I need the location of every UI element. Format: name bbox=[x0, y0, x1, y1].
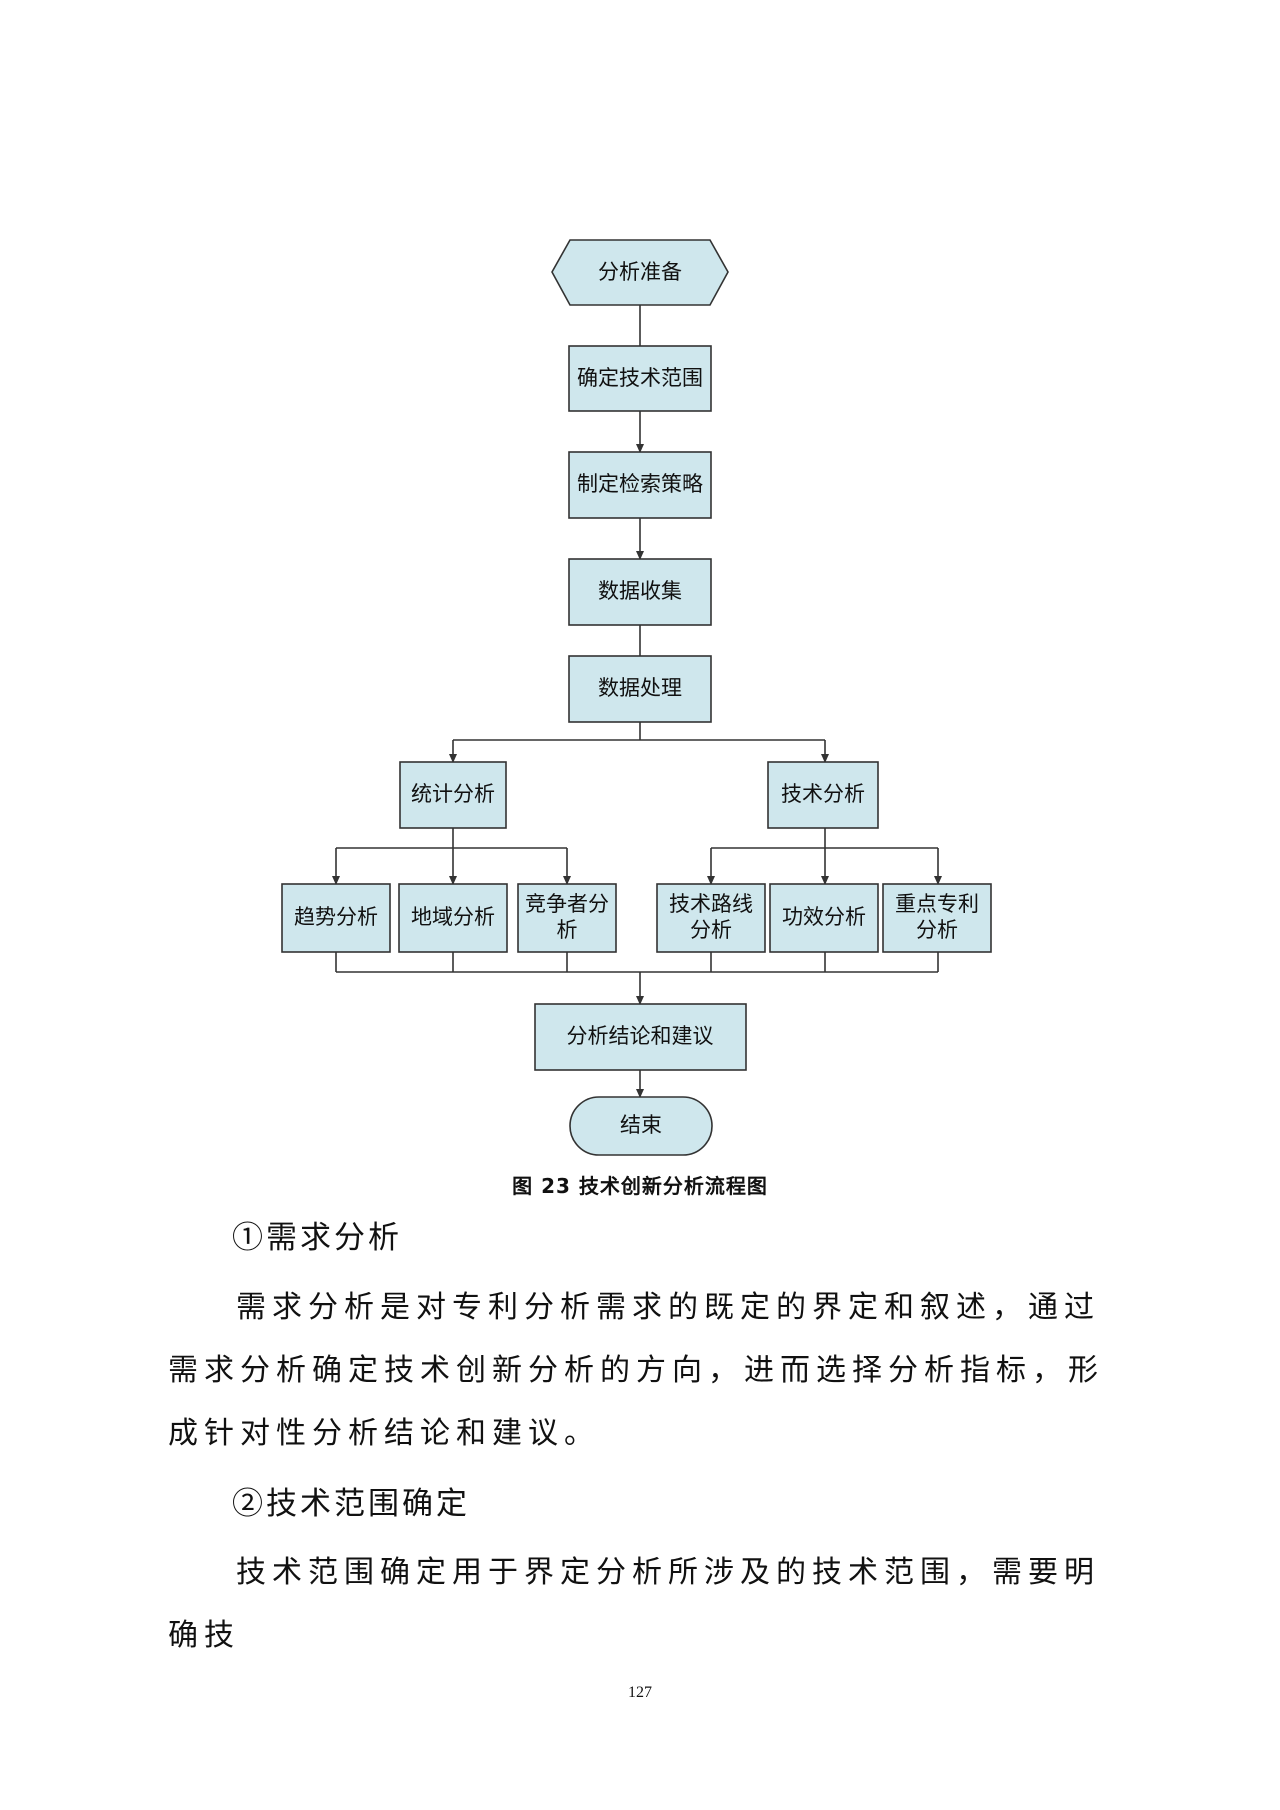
node-route-label-line2: 分析 bbox=[690, 918, 732, 942]
node-strategy-label: 制定检索策略 bbox=[577, 472, 703, 496]
flow-connectors bbox=[332, 305, 942, 1098]
node-start bbox=[551, 239, 729, 306]
node-strategy bbox=[568, 451, 712, 519]
node-collect bbox=[568, 558, 712, 626]
node-route bbox=[656, 883, 766, 953]
section-paragraph-2: 技术范围确定用于界定分析所涉及的技术范围，需要明确技 bbox=[168, 1555, 1100, 1653]
node-trend bbox=[281, 883, 391, 953]
figure-caption-prefix: 图 bbox=[512, 1174, 534, 1198]
node-keypatent bbox=[882, 883, 992, 953]
node-start-label: 分析准备 bbox=[598, 260, 682, 284]
node-tech bbox=[767, 761, 879, 829]
section-paragraph-1: 需求分析是对专利分析需求的既定的界定和叙述，通过需求分析确定技术创新分析的方向，… bbox=[168, 1290, 1104, 1451]
page-number: 127 bbox=[628, 1684, 652, 1701]
node-region-label: 地域分析 bbox=[411, 905, 495, 929]
node-process-label: 数据处理 bbox=[598, 676, 682, 700]
figure-caption-number: 23 bbox=[541, 1174, 571, 1198]
node-route-label-line1: 技术路线 bbox=[669, 892, 753, 916]
node-region bbox=[398, 883, 508, 953]
node-keypatent-label-line1: 重点专利 bbox=[895, 892, 979, 916]
node-scope-label: 确定技术范围 bbox=[577, 366, 703, 390]
node-competitor-label-line1: 竞争者分 bbox=[525, 892, 609, 916]
figure-caption-title: 技术创新分析流程图 bbox=[578, 1174, 768, 1198]
node-competitor-label-line2: 析 bbox=[557, 918, 578, 942]
node-stat bbox=[399, 761, 507, 829]
node-conclusion-label: 分析结论和建议 bbox=[567, 1024, 714, 1048]
node-stat-label: 统计分析 bbox=[411, 782, 495, 806]
node-scope bbox=[568, 345, 712, 412]
node-effect bbox=[769, 883, 879, 953]
node-end-label: 结束 bbox=[620, 1113, 662, 1137]
node-collect-label: 数据收集 bbox=[598, 579, 682, 603]
node-end bbox=[569, 1096, 713, 1156]
node-effect-label: 功效分析 bbox=[782, 905, 866, 929]
node-competitor bbox=[517, 883, 617, 953]
section-heading-1: ①需求分析 bbox=[232, 1220, 402, 1256]
node-process bbox=[568, 655, 712, 723]
figure-caption: 图 23 技术创新分析流程图 bbox=[0, 1170, 1280, 1199]
node-tech-label: 技术分析 bbox=[781, 782, 865, 806]
node-conclusion bbox=[534, 1003, 747, 1071]
node-keypatent-label-line2: 分析 bbox=[916, 918, 958, 942]
flowchart: 分析准备 确定技术范围 制定检索策略 数据收集 数据处理 统计分析 技术分析 趋… bbox=[281, 239, 992, 1156]
node-trend-label: 趋势分析 bbox=[294, 905, 378, 929]
section-heading-2: ②技术范围确定 bbox=[232, 1486, 470, 1522]
